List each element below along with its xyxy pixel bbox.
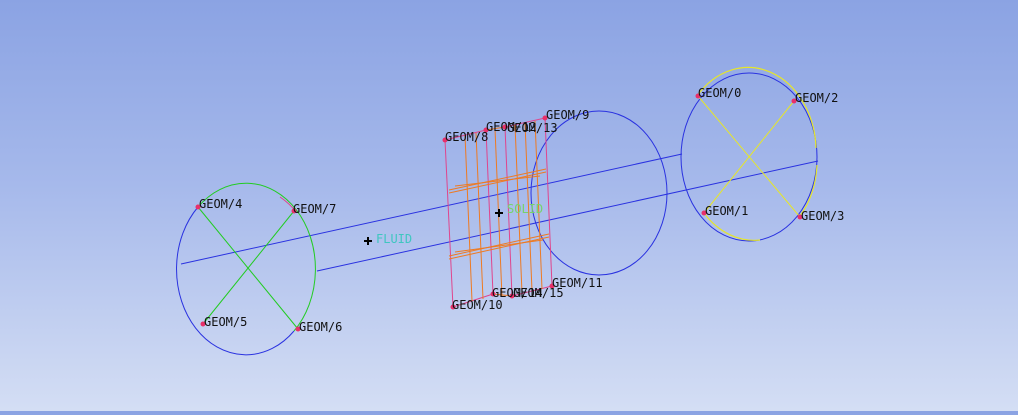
left-cap-cross-line-b xyxy=(202,210,295,325)
point-marker-2[interactable] xyxy=(791,98,797,104)
point-marker-10[interactable] xyxy=(450,304,456,310)
point-label-7: GEOM/7 xyxy=(293,202,336,216)
point-label-14: GEOM/14 xyxy=(492,286,543,300)
point-label-4: GEOM/4 xyxy=(199,197,242,211)
right-cap-yellow-arc xyxy=(696,66,817,149)
point-label-3: GEOM/3 xyxy=(801,209,844,223)
pipe-middle-section xyxy=(530,110,668,276)
point-marker-12[interactable] xyxy=(483,127,489,133)
fluid-body-label: FLUID xyxy=(376,232,412,246)
right-cap-cross-line-b xyxy=(703,100,795,214)
fluid-centroid-icon xyxy=(364,237,372,245)
point-label-2: GEOM/2 xyxy=(795,91,838,105)
fluid-body-marker[interactable]: FLUID xyxy=(364,232,412,246)
point-label-10: GEOM/10 xyxy=(452,298,503,312)
left-cap-pink-arc xyxy=(279,196,298,214)
point-label-9: GEOM/9 xyxy=(546,108,589,122)
point-marker-9[interactable] xyxy=(542,115,548,121)
solid-frame-lines xyxy=(444,117,553,308)
solid-body-label: SOLID xyxy=(507,202,543,216)
point-marker-6[interactable] xyxy=(295,326,301,332)
point-label-5: GEOM/5 xyxy=(204,315,247,329)
point-label-15: GEOM/15 xyxy=(513,286,564,300)
right-cap-outline xyxy=(680,72,818,242)
point-marker-15[interactable] xyxy=(509,293,515,299)
right-end-cap[interactable] xyxy=(680,66,818,242)
left-cap-blue-arc xyxy=(176,206,295,356)
point-marker-0[interactable] xyxy=(695,93,701,99)
point-marker-5[interactable] xyxy=(200,321,206,327)
point-label-8: GEOM/8 xyxy=(445,130,488,144)
point-label-13: GEOM/13 xyxy=(507,121,558,135)
point-label-11: GEOM/11 xyxy=(552,276,603,290)
geometry-points[interactable] xyxy=(195,93,803,332)
point-marker-14[interactable] xyxy=(490,291,496,297)
point-marker-8[interactable] xyxy=(442,137,448,143)
point-marker-7[interactable] xyxy=(291,208,297,214)
right-cap-yellow-arc-lower xyxy=(703,212,761,241)
point-label-6: GEOM/6 xyxy=(299,320,342,334)
pipe-lower-edge xyxy=(316,160,819,272)
solid-body-marker[interactable]: SOLID xyxy=(495,202,543,217)
point-label-12: GEOM/12 xyxy=(486,120,537,134)
point-marker-3[interactable] xyxy=(797,214,803,220)
point-label-1: GEOM/1 xyxy=(705,204,748,218)
point-marker-4[interactable] xyxy=(195,204,201,210)
solid-hatch-bands xyxy=(448,168,550,260)
pipe-fluid-body[interactable] xyxy=(180,110,819,276)
point-marker-11[interactable] xyxy=(549,283,555,289)
point-marker-1[interactable] xyxy=(701,210,707,216)
pipe-upper-edge xyxy=(180,153,683,265)
geometry-point-labels: GEOM/0 GEOM/1 GEOM/2 GEOM/3 GEOM/4 GEOM/… xyxy=(199,86,844,334)
solid-centroid-icon xyxy=(495,209,503,217)
point-marker-13[interactable] xyxy=(502,124,508,130)
point-label-0: GEOM/0 xyxy=(698,86,741,100)
right-cap-yellow-arc-right xyxy=(799,164,818,217)
